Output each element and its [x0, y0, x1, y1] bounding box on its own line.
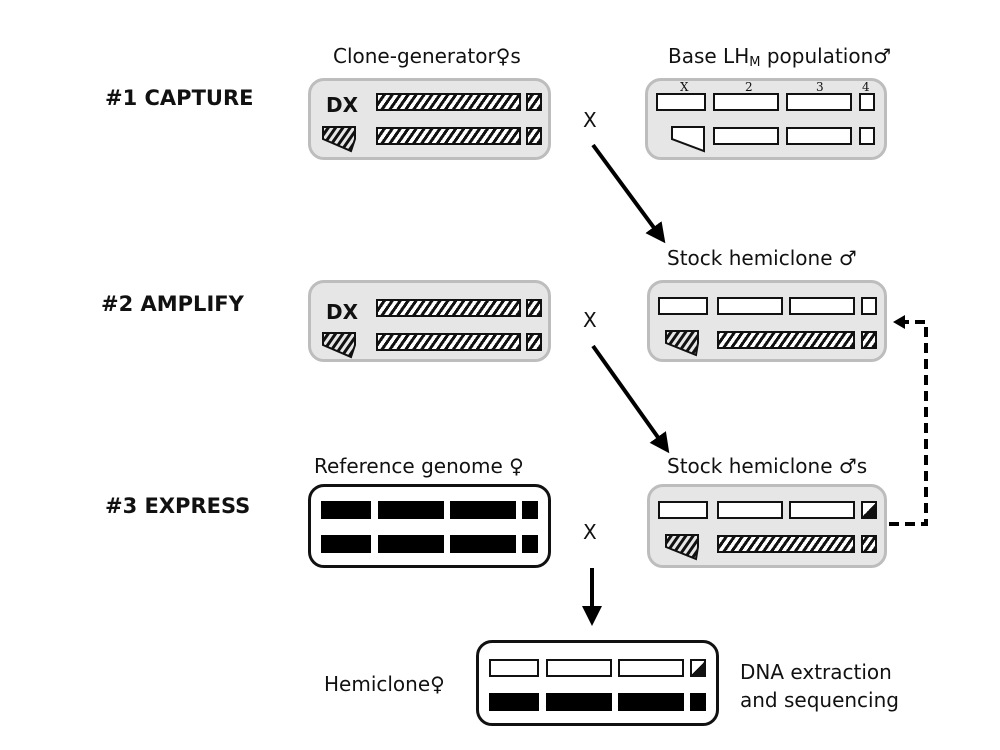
- y-chromosome-hatched: [322, 126, 356, 153]
- chromosome-2: [717, 297, 783, 315]
- chromosome-reference: [450, 501, 516, 519]
- step-label-express: #3 EXPRESS: [105, 494, 251, 518]
- hemiclone-female-panel: [476, 640, 719, 726]
- chromosome-label: X: [680, 80, 689, 94]
- chromosome-dot-hatched: [861, 535, 877, 553]
- chromosome-4-recombinant: [861, 501, 877, 519]
- stock-hemiclone-male-panel: [647, 280, 887, 362]
- chromosome-dot-hatched: [526, 93, 542, 111]
- chromosome-3: [789, 501, 855, 519]
- chromosome-hatched: [376, 299, 521, 317]
- dx-label: DX: [326, 93, 359, 117]
- chromosome-reference: [522, 501, 538, 519]
- step-label-amplify: #2 AMPLIFY: [101, 292, 244, 316]
- arrow-to-stock-hemiclones: [591, 344, 670, 454]
- chromosome-reference: [321, 501, 371, 519]
- chromosome-hatched: [717, 331, 855, 349]
- chromosome-hatched: [376, 333, 521, 351]
- chromosome-reference: [489, 693, 539, 711]
- reference-genome-panel: [308, 484, 551, 568]
- chromosome-dot-hatched: [861, 331, 877, 349]
- chromosome-4-recombinant: [690, 659, 706, 677]
- amplify-clone-generator-panel: DX: [308, 280, 551, 362]
- title-text: population♂: [760, 44, 892, 68]
- chromosome-reference: [378, 535, 444, 553]
- chromosome-3: [786, 93, 852, 111]
- cross-symbol: X: [583, 520, 597, 544]
- title-text: Base LH: [668, 44, 750, 68]
- chromosome-label: 3: [816, 80, 824, 94]
- chromosome-hatched: [376, 93, 521, 111]
- chromosome-4: [859, 127, 875, 145]
- clone-generator-title: Clone-generator♀s: [333, 44, 521, 68]
- stock-hemiclone-males-title: Stock hemiclone ♂s: [667, 454, 868, 478]
- reference-genome-title: Reference genome ♀: [314, 454, 524, 478]
- base-population-panel: X 2 3 4: [645, 78, 887, 160]
- clone-generator-panel: DX: [308, 78, 551, 160]
- stock-hemiclone-male-title: Stock hemiclone ♂: [667, 246, 857, 270]
- hemiclone-female-title: Hemiclone♀: [324, 672, 445, 696]
- chromosome-x: [489, 659, 539, 677]
- dashed-feedback-arrow: [889, 320, 928, 526]
- chromosome-reference: [378, 501, 444, 519]
- chromosome-hatched: [376, 127, 521, 145]
- chromosome-x: [658, 297, 708, 315]
- arrow-to-stock-hemiclone: [591, 143, 666, 244]
- chromosome-x: [658, 501, 708, 519]
- chromosome-reference: [690, 693, 706, 711]
- chromosome-hatched: [717, 535, 855, 553]
- dx-label: DX: [326, 300, 359, 324]
- title-subscript: M: [749, 55, 761, 70]
- chromosome-2: [546, 659, 612, 677]
- cross-symbol: X: [583, 108, 597, 132]
- step-label-capture: #1 CAPTURE: [105, 86, 254, 110]
- chromosome-reference: [450, 535, 516, 553]
- stock-hemiclone-males-panel: [647, 484, 887, 568]
- cross-symbol: X: [583, 308, 597, 332]
- chromosome-reference: [618, 693, 684, 711]
- chromosome-label: 2: [745, 80, 753, 94]
- chromosome-2: [717, 501, 783, 519]
- y-chromosome-hatched: [665, 534, 699, 561]
- chromosome-3: [786, 127, 852, 145]
- chromosome-reference: [522, 535, 538, 553]
- dna-extraction-label: DNA extraction: [740, 660, 892, 684]
- chromosome-dot-hatched: [526, 333, 542, 351]
- base-population-title: Base LHM population♂: [668, 44, 891, 70]
- y-chromosome-hatched: [665, 330, 699, 357]
- chromosome-reference: [321, 535, 371, 553]
- sequencing-label: and sequencing: [740, 688, 899, 712]
- chromosome-3: [618, 659, 684, 677]
- chromosome-x: [656, 93, 706, 111]
- y-chromosome-hatched: [322, 332, 356, 359]
- chromosome-3: [789, 297, 855, 315]
- chromosome-4: [861, 297, 877, 315]
- chromosome-2: [713, 93, 779, 111]
- dashed-arrow-head-icon: [893, 315, 905, 329]
- chromosome-dot-hatched: [526, 299, 542, 317]
- chromosome-2: [713, 127, 779, 145]
- chromosome-reference: [546, 693, 612, 711]
- chromosome-label: 4: [862, 80, 870, 94]
- y-chromosome: [671, 126, 705, 153]
- chromosome-4: [859, 93, 875, 111]
- chromosome-dot-hatched: [526, 127, 542, 145]
